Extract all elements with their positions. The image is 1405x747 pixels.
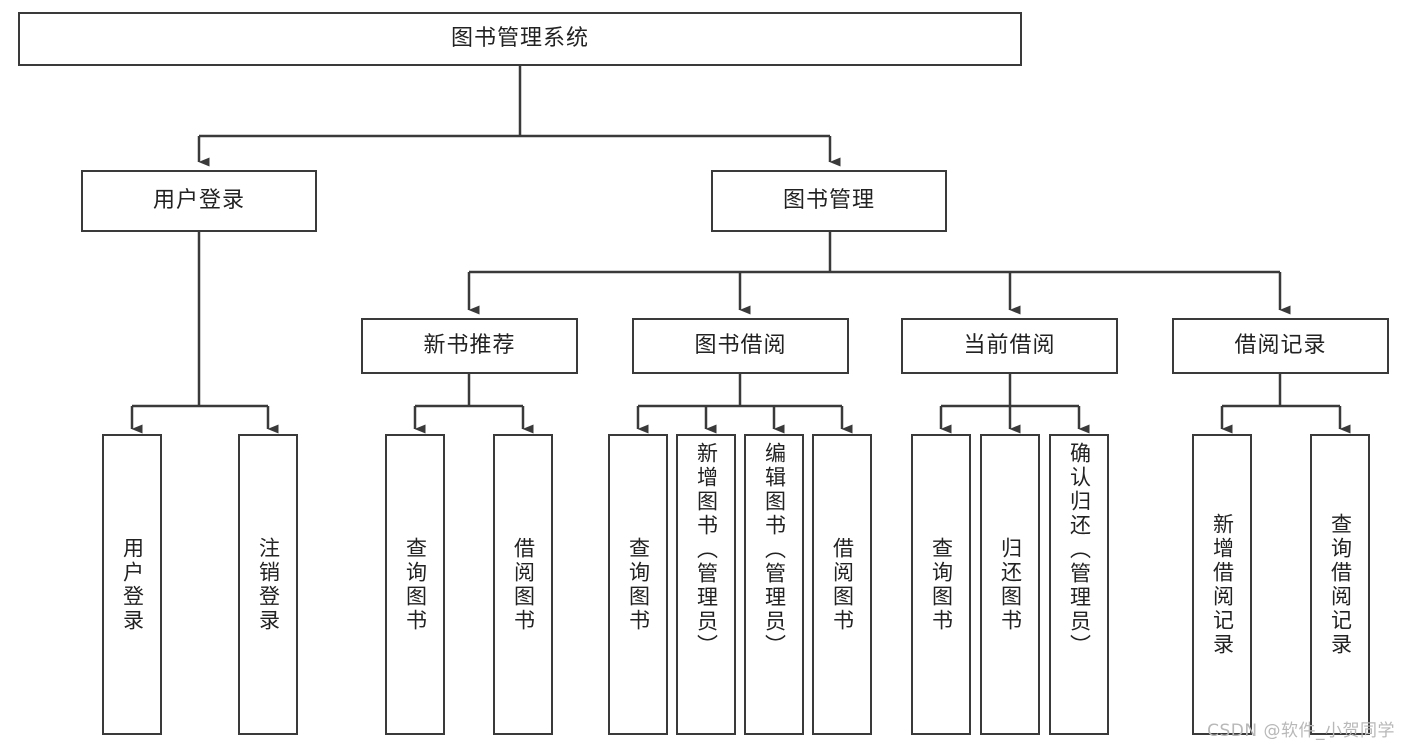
node-leaf-user-logout-label: 注销登录 <box>256 536 281 633</box>
node-leaf-borrow-book-1[interactable]: 借阅图书 <box>493 434 553 735</box>
node-leaf-return-book[interactable]: 归还图书 <box>980 434 1040 735</box>
node-current-borrow[interactable]: 当前借阅 <box>901 318 1118 374</box>
node-leaf-add-record-label: 新增借阅记录 <box>1210 512 1235 657</box>
watermark-text: CSDN @软件_小贺同学 <box>1207 721 1395 741</box>
node-leaf-return-book-label: 归还图书 <box>998 536 1023 633</box>
node-leaf-add-book-label: 新增图书（管理员） <box>694 442 719 658</box>
node-leaf-query-book-2[interactable]: 查询图书 <box>608 434 668 735</box>
node-leaf-add-record[interactable]: 新增借阅记录 <box>1192 434 1252 735</box>
node-leaf-query-book-2-label: 查询图书 <box>626 536 651 633</box>
node-user-login-label: 用户登录 <box>152 188 245 214</box>
node-book-borrow-label: 图书借阅 <box>694 333 787 359</box>
node-new-book-recommend[interactable]: 新书推荐 <box>361 318 578 374</box>
node-book-manage[interactable]: 图书管理 <box>711 170 947 232</box>
node-borrow-record[interactable]: 借阅记录 <box>1172 318 1389 374</box>
node-borrow-record-label: 借阅记录 <box>1234 333 1327 359</box>
node-leaf-borrow-book-1-label: 借阅图书 <box>511 536 536 633</box>
node-leaf-query-book-1-label: 查询图书 <box>403 536 428 633</box>
node-root-system-label: 图书管理系统 <box>450 26 589 52</box>
node-leaf-confirm-return[interactable]: 确认归还（管理员） <box>1049 434 1109 735</box>
node-leaf-user-login-label: 用户登录 <box>120 536 145 633</box>
node-leaf-query-book-3[interactable]: 查询图书 <box>911 434 971 735</box>
node-leaf-query-book-1[interactable]: 查询图书 <box>385 434 445 735</box>
node-current-borrow-label: 当前借阅 <box>963 333 1056 359</box>
node-leaf-borrow-book-2-label: 借阅图书 <box>830 536 855 633</box>
node-leaf-user-login[interactable]: 用户登录 <box>102 434 162 735</box>
node-leaf-query-record-label: 查询借阅记录 <box>1328 512 1353 657</box>
node-leaf-user-logout[interactable]: 注销登录 <box>238 434 298 735</box>
node-book-manage-label: 图书管理 <box>782 188 875 214</box>
node-leaf-query-book-3-label: 查询图书 <box>929 536 954 633</box>
node-user-login[interactable]: 用户登录 <box>81 170 317 232</box>
node-leaf-edit-book[interactable]: 编辑图书（管理员） <box>744 434 804 735</box>
node-leaf-add-book[interactable]: 新增图书（管理员） <box>676 434 736 735</box>
node-root-system[interactable]: 图书管理系统 <box>18 12 1022 66</box>
node-leaf-confirm-return-label: 确认归还（管理员） <box>1067 442 1092 658</box>
node-new-book-recommend-label: 新书推荐 <box>423 333 516 359</box>
node-book-borrow[interactable]: 图书借阅 <box>632 318 849 374</box>
node-leaf-edit-book-label: 编辑图书（管理员） <box>762 442 787 658</box>
node-leaf-borrow-book-2[interactable]: 借阅图书 <box>812 434 872 735</box>
node-leaf-query-record[interactable]: 查询借阅记录 <box>1310 434 1370 735</box>
